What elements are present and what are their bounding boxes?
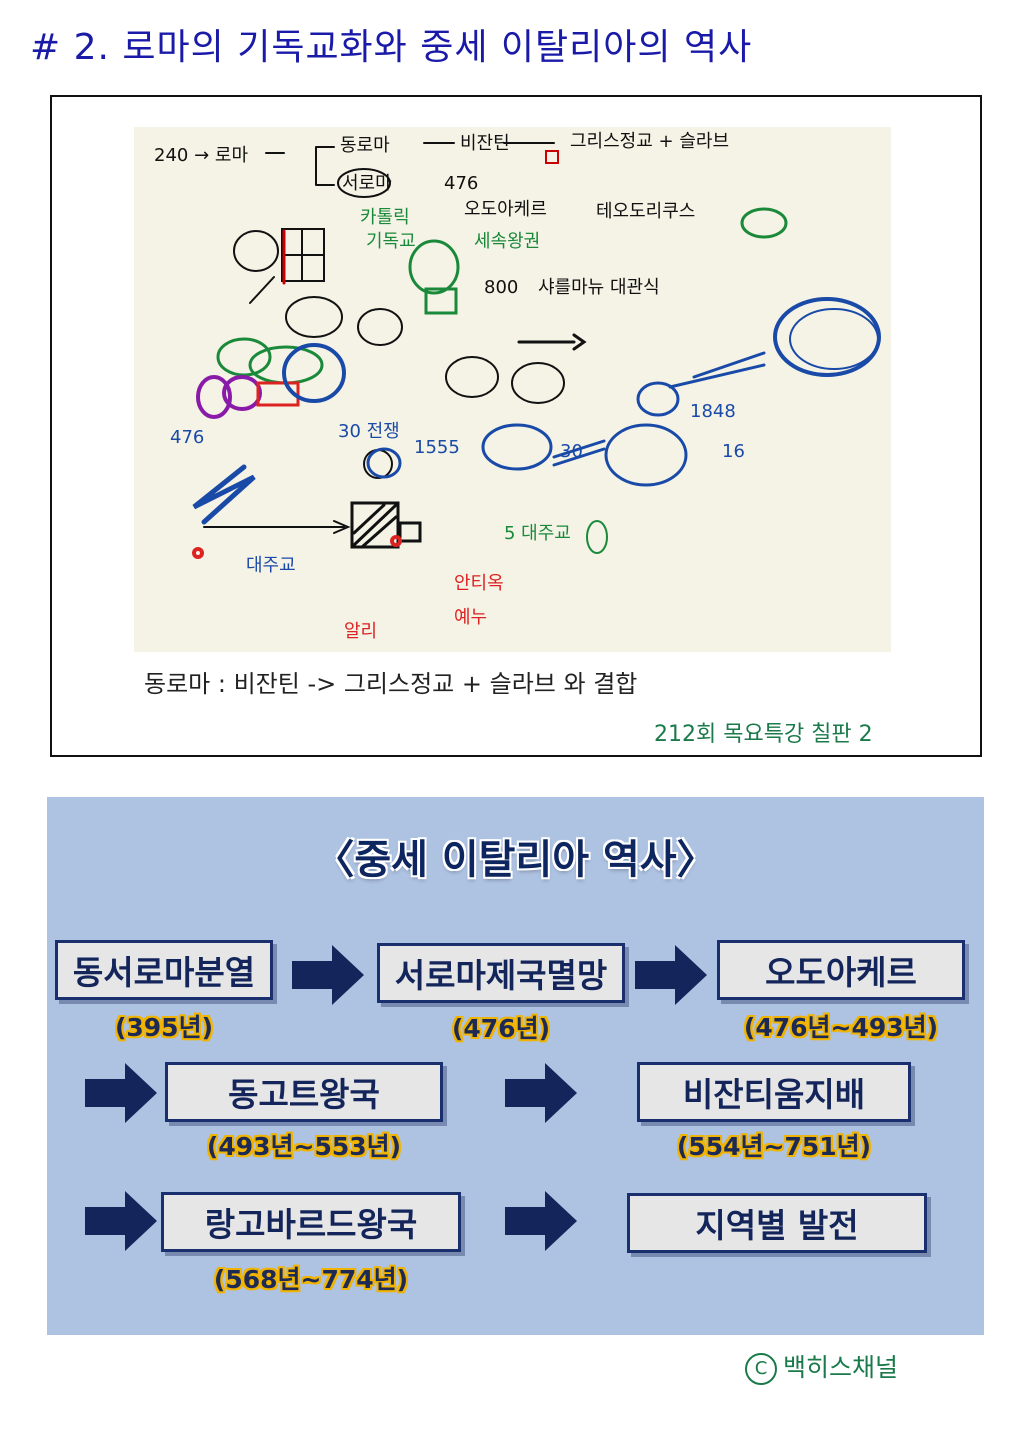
- arrow-icon: [85, 1191, 157, 1251]
- history-slide: 〈중세 이탈리아 역사〉 동서로마분열 (395년) 서로마제국멸망 (476년…: [47, 797, 984, 1335]
- board-note: 16: [722, 441, 745, 462]
- arrow-icon: [85, 1063, 157, 1123]
- board-note: 대주교: [246, 555, 296, 576]
- copyright-text: 백히스채널: [783, 1353, 899, 1382]
- board-note: 샤를마뉴 대관식: [538, 277, 660, 298]
- board-note: 240 → 로마: [154, 145, 248, 166]
- board-note: 5 대주교: [504, 523, 571, 544]
- board-note: 476: [444, 173, 478, 194]
- step-year: (554년~751년): [676, 1132, 872, 1161]
- board-note: 1555: [414, 437, 460, 458]
- board-note: 세속왕권: [474, 231, 540, 252]
- step-year: (493년~553년): [206, 1132, 402, 1161]
- board-note: 기독교: [366, 231, 416, 252]
- board-note: 30: [560, 441, 583, 462]
- board-note: 안티옥: [454, 573, 504, 594]
- step-box: 동서로마분열: [55, 940, 273, 1000]
- board-note: 알리: [344, 621, 377, 642]
- arrow-icon: [505, 1063, 577, 1123]
- board-note: 476: [170, 427, 204, 448]
- board-caption: 동로마 : 비잔틴 -> 그리스정교 + 슬라브 와 결합: [144, 670, 638, 698]
- board-note: 서로마: [342, 173, 392, 194]
- arrow-icon: [292, 945, 364, 1005]
- board-note: 800: [484, 277, 518, 298]
- board-note: 동로마: [340, 135, 390, 156]
- copyright-icon: C: [745, 1353, 777, 1385]
- step-year: (476년~493년): [743, 1013, 939, 1042]
- step-box: 지역별 발전: [627, 1193, 927, 1253]
- step-year: (568년~774년): [213, 1265, 409, 1294]
- arrow-icon: [505, 1191, 577, 1251]
- board-note: 오도아케르: [464, 199, 547, 220]
- arrow-icon: [635, 945, 707, 1005]
- step-box: 랑고바르드왕국: [161, 1192, 461, 1252]
- board-note: 테오도리쿠스: [596, 201, 695, 222]
- step-year: (476년): [451, 1014, 551, 1043]
- step-box: 비잔티움지배: [637, 1062, 911, 1122]
- board-note: 그리스정교 + 슬라브: [570, 131, 729, 152]
- board-note: 비잔틴: [460, 133, 510, 154]
- step-box: 오도아케르: [717, 940, 965, 1000]
- step-year: (395년): [114, 1013, 214, 1042]
- board-note: 카톨릭: [360, 207, 410, 228]
- step-box: 서로마제국멸망: [377, 943, 625, 1003]
- board-note: 30 전쟁: [338, 421, 400, 442]
- step-box: 동고트왕국: [165, 1062, 443, 1122]
- slide-title: 〈중세 이탈리아 역사〉: [314, 837, 717, 883]
- board-note: 1848: [690, 401, 736, 422]
- page-heading: # 2. 로마의 기독교화와 중세 이탈리아의 역사: [30, 27, 753, 68]
- board-note: 예누: [454, 607, 487, 628]
- whiteboard-drawing: 240 → 로마 동로마 비잔틴 그리스정교 + 슬라브 서로마 476 오도아…: [154, 131, 881, 642]
- board-source: 212회 목요특강 칠판 2: [654, 722, 873, 747]
- whiteboard-photo: 240 → 로마 동로마 비잔틴 그리스정교 + 슬라브 서로마 476 오도아…: [134, 127, 891, 652]
